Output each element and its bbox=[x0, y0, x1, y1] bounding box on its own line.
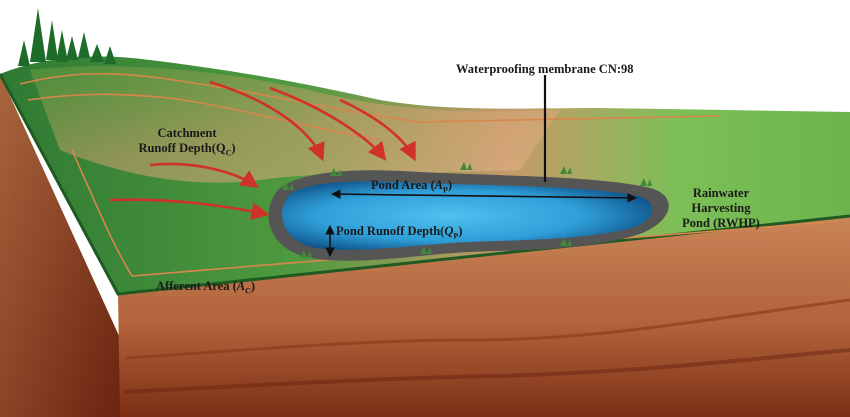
grass-tufts bbox=[282, 162, 652, 258]
pine-tree-icon bbox=[18, 8, 116, 66]
pond-area-label: Pond Area (AP) bbox=[371, 178, 453, 195]
runoff-arrow-icon bbox=[109, 80, 416, 221]
soil-left-face bbox=[0, 74, 120, 417]
double-arrow-icon bbox=[331, 189, 637, 203]
catchment-runoff-label: Catchment Runoff Depth(QC) bbox=[138, 126, 236, 158]
soil-strata-line bbox=[124, 348, 850, 394]
rwhp-label: Rainwater Harvesting Pond (RWHP) bbox=[682, 186, 760, 230]
membrane-label: Waterproofing membrane CN:98 bbox=[456, 62, 634, 76]
soil-strata-line bbox=[124, 298, 850, 360]
pond-runoff-depth-label: Pond Runoff Depth(QP) bbox=[336, 224, 463, 241]
afferent-area-label: Afferent Area (AC) bbox=[156, 279, 256, 296]
